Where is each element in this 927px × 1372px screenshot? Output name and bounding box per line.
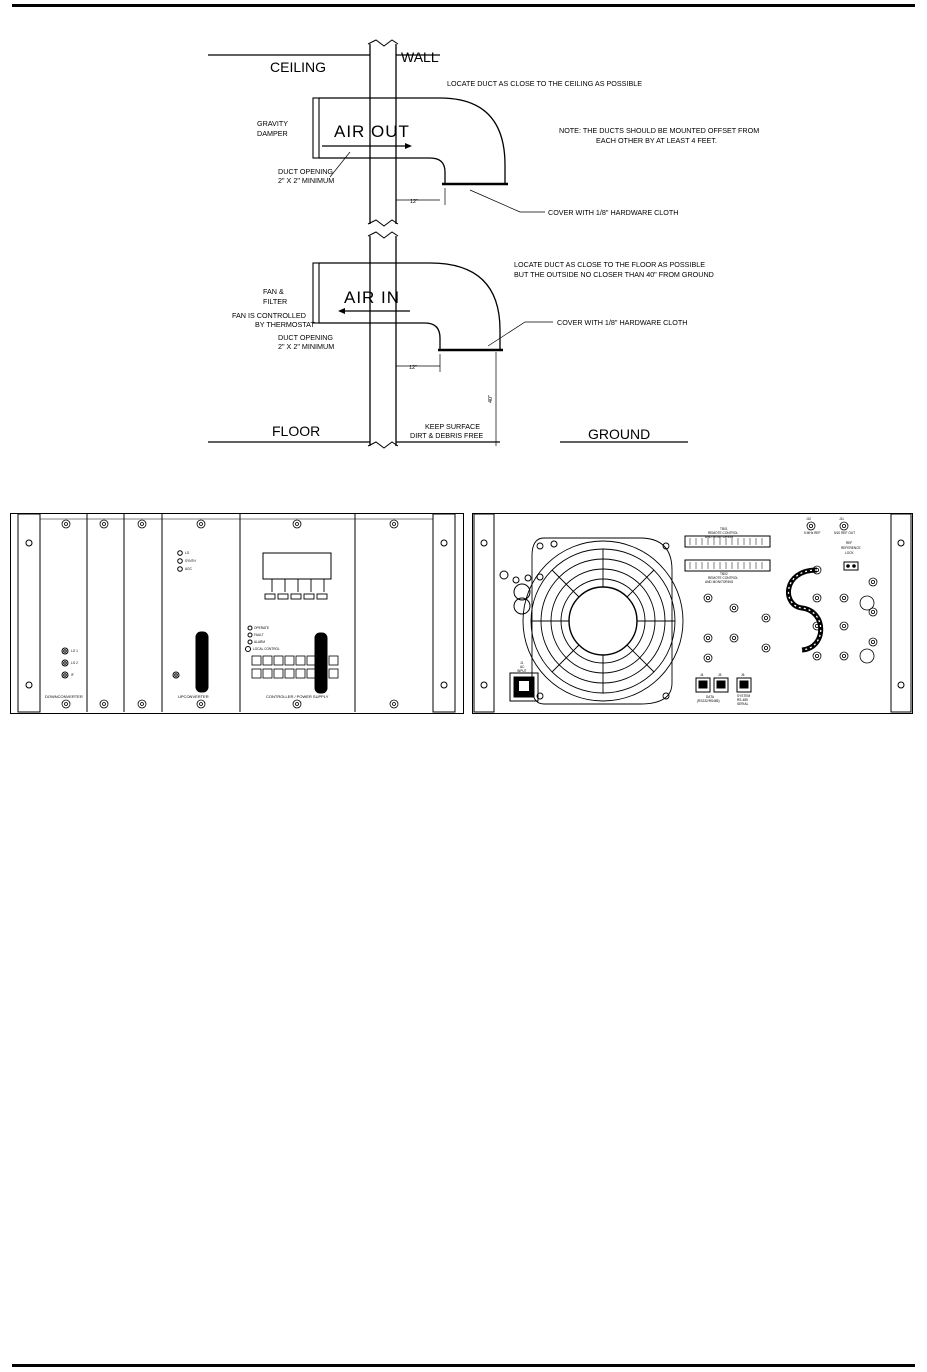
ref-in-id: J10 xyxy=(806,517,811,521)
up-status-synth: SYNTH xyxy=(185,559,197,563)
downconverter-label: DOWNCONVERTER xyxy=(45,694,83,699)
down-status-if: IF xyxy=(71,673,74,677)
keep-surface-1: KEEP SURFACE xyxy=(425,422,480,431)
rear-panel: J1 AC INPUT TB01 REMOTE CONTROL AND MONI… xyxy=(472,513,913,714)
ctrl-status-alarm: ALARM xyxy=(254,640,265,644)
tb2-monitoring: AND MONITORING xyxy=(705,580,734,584)
floor-label: FLOOR xyxy=(272,423,320,439)
wall-label: WALL xyxy=(401,49,439,65)
ac-j1-label: J1 xyxy=(520,661,524,665)
fan-controlled-label: FAN IS CONTROLLED xyxy=(232,311,306,320)
locate-floor-note-2: BUT THE OUTSIDE NO CLOSER THAN 40" FROM … xyxy=(514,270,714,279)
ceiling-label: CEILING xyxy=(270,59,326,75)
upconverter-label: UPCONVERTER xyxy=(178,694,209,699)
locate-floor-note-1: LOCATE DUCT AS CLOSE TO THE FLOOR AS POS… xyxy=(514,260,705,269)
duct-opening-label-1: DUCT OPENING xyxy=(278,167,333,176)
ref-lock-label: REFERENCE xyxy=(841,546,861,550)
damper-label: DAMPER xyxy=(257,129,288,138)
ac-input-label: INPUT xyxy=(517,669,527,673)
front-panel: DOWNCONVERTER LO 1 LO 2 IF LO SYNTH AGC … xyxy=(10,513,464,714)
thermostat-label: BY THERMOSTAT xyxy=(255,320,315,329)
ref-lock-lock: LOCK xyxy=(845,551,855,555)
down-status-lo1: LO 1 xyxy=(71,649,78,653)
filter-label: FILTER xyxy=(263,297,287,306)
port-j5: J5 xyxy=(718,673,722,677)
air-in-label: AIR IN xyxy=(344,288,400,307)
keep-surface-2: DIRT & DEBRIS FREE xyxy=(410,431,483,440)
cover-note-top: COVER WITH 1/8" HARDWARE CLOTH xyxy=(548,208,678,217)
port-j6: J6 xyxy=(741,673,745,677)
up-status-lo: LO xyxy=(185,551,190,555)
duct-opening-label-2: DUCT OPENING xyxy=(278,333,333,342)
top-rule xyxy=(12,4,915,7)
ground-label: GROUND xyxy=(588,426,650,442)
controller-label: CONTROLLER / POWER SUPPLY xyxy=(266,694,329,699)
dim-40: 40" xyxy=(488,395,494,403)
fan-label: FAN & xyxy=(263,287,284,296)
bottom-rule xyxy=(12,1364,915,1367)
ventilation-diagram: CEILING WALL AIR OUT AIR IN FLOOR GROUND… xyxy=(208,39,759,449)
tb2-id: TB02 xyxy=(720,572,728,576)
down-status-lo2: LO 2 xyxy=(71,661,78,665)
local-control-label: LOCAL CONTROL xyxy=(253,647,280,651)
offset-note-2: EACH OTHER BY AT LEAST 4 FEET. xyxy=(596,136,717,145)
tb1-monitoring: AND MONITORING xyxy=(705,535,734,539)
system-port-label: SYSTEM xyxy=(737,694,750,698)
offset-note-1: NOTE: THE DUCTS SHOULD BE MOUNTED OFFSET… xyxy=(559,126,759,135)
ref-out-label: 5/10 REF OUT xyxy=(834,531,855,535)
ac-label: AC xyxy=(520,665,525,669)
ref-out-id: J11 xyxy=(839,517,844,521)
dim-12-top: 12" xyxy=(410,199,418,205)
ref-in-label: 5 MHz REF xyxy=(804,531,821,535)
data-port-label: DATA xyxy=(706,695,715,699)
data-port-protocol: (RS232/RS485) xyxy=(697,699,720,703)
tb1-remote: REMOTE CONTROL xyxy=(708,531,738,535)
cover-note-bottom: COVER WITH 1/8" HARDWARE CLOTH xyxy=(557,318,687,327)
duct-opening-size-1: 2" X 2" MINIMUM xyxy=(278,176,334,185)
duct-opening-size-2: 2" X 2" MINIMUM xyxy=(278,342,334,351)
ctrl-status-fault: FAULT xyxy=(254,633,264,637)
tb2-remote: REMOTE CONTROL xyxy=(708,576,738,580)
system-port-rs485: RS-485 xyxy=(737,698,748,702)
ctrl-status-operate: OPERATE xyxy=(254,626,269,630)
locate-ceiling-note: LOCATE DUCT AS CLOSE TO THE CEILING AS P… xyxy=(447,79,642,88)
gravity-label: GRAVITY xyxy=(257,119,288,128)
port-j4: J4 xyxy=(700,673,704,677)
tb1-id: TB01 xyxy=(720,527,728,531)
ref-lock-id: REF xyxy=(846,541,852,545)
dim-12-bottom: 12" xyxy=(409,365,417,371)
air-out-label: AIR OUT xyxy=(334,122,410,141)
system-port-serial: SERIAL xyxy=(737,702,749,706)
up-status-agc: AGC xyxy=(185,567,193,571)
